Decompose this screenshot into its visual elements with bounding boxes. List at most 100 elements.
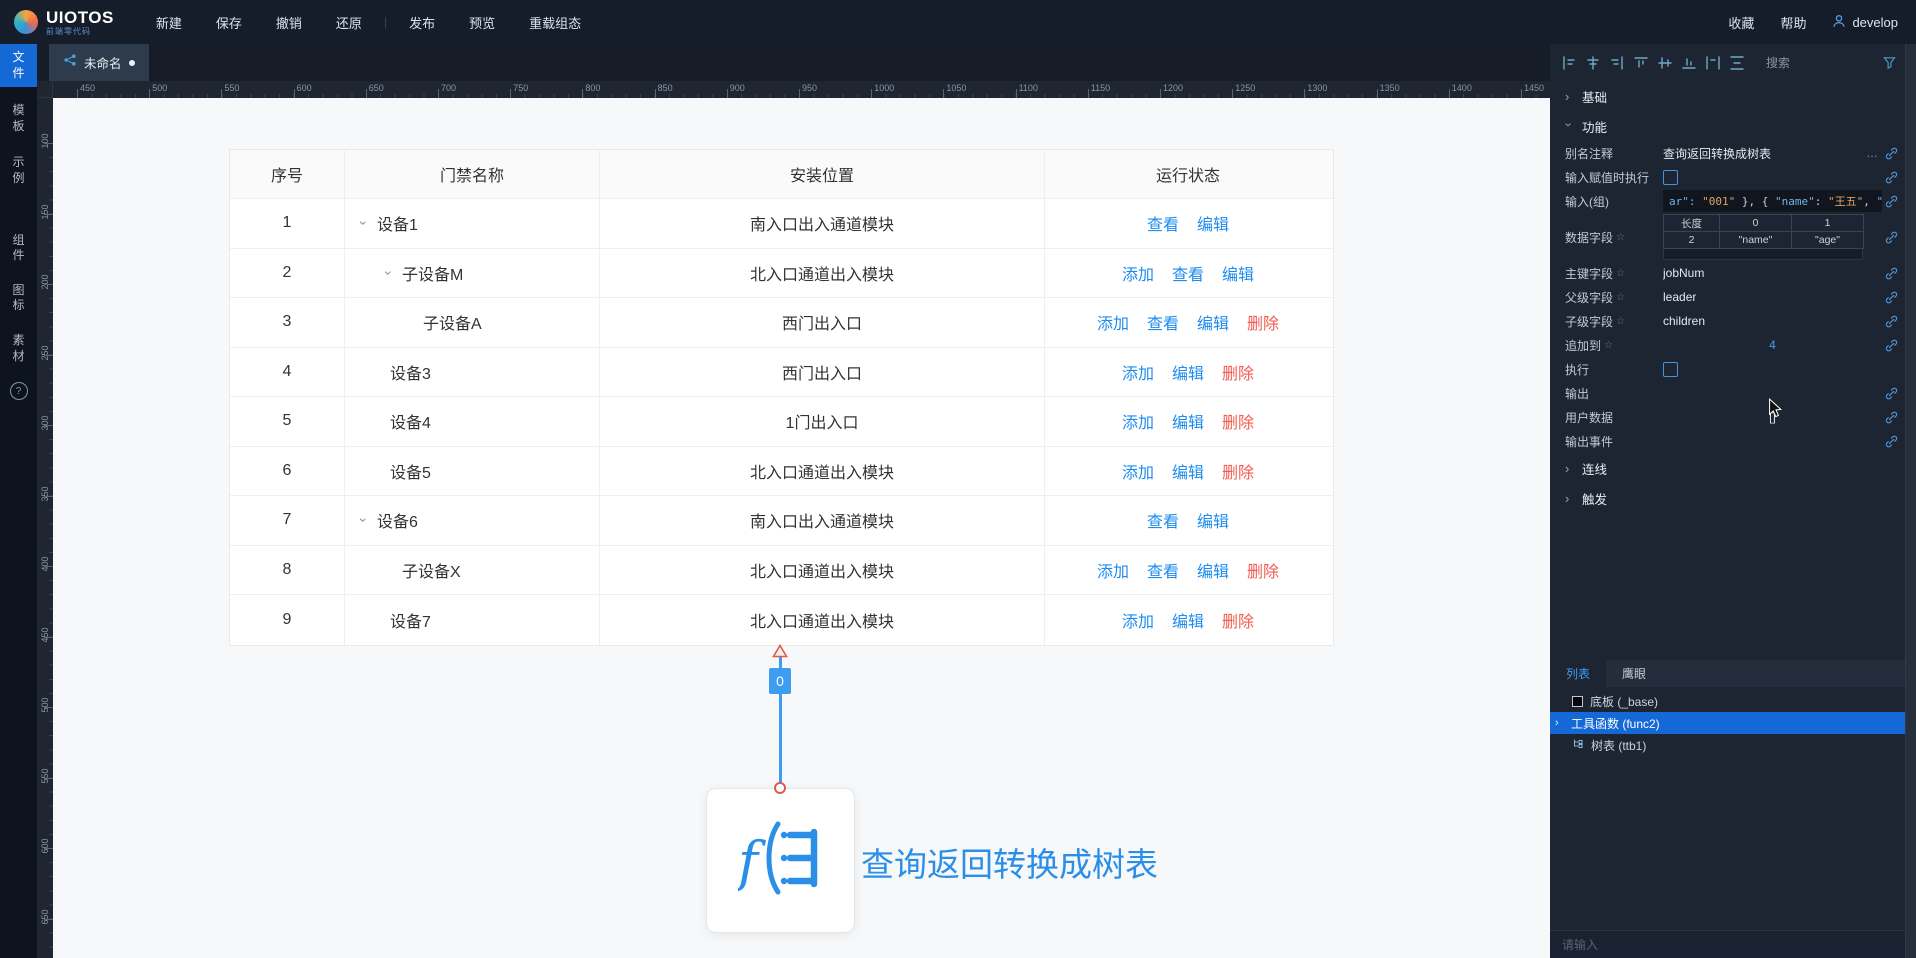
expand-chevron-icon[interactable]: › <box>1555 717 1559 729</box>
section-wire[interactable]: ›连线 <box>1550 453 1906 483</box>
action-delete[interactable]: 删除 <box>1247 563 1280 581</box>
node-label[interactable]: 查询返回转换成树表 <box>861 846 1158 883</box>
layer-item-func2[interactable]: ›工具函数 (func2) <box>1550 712 1906 734</box>
grid-cell[interactable]: 2 <box>1664 232 1720 249</box>
menu-item-help[interactable]: 帮助 <box>1780 15 1807 31</box>
panel-tab-list[interactable]: 列表 <box>1550 660 1607 687</box>
link-icon[interactable] <box>1885 291 1898 304</box>
action-delete[interactable]: 删除 <box>1222 613 1255 631</box>
function-node[interactable]: f <box>706 788 855 933</box>
menu-item-undo[interactable]: 撤销 <box>275 15 302 31</box>
grid-cell[interactable]: "name" <box>1720 232 1792 249</box>
distribute-horizontal-icon[interactable] <box>1704 54 1722 72</box>
checkbox[interactable] <box>1663 361 1678 377</box>
align-right-icon[interactable] <box>1608 54 1626 72</box>
link-icon[interactable] <box>1885 231 1898 244</box>
checkbox[interactable] <box>1663 169 1678 185</box>
align-left-icon[interactable] <box>1560 54 1578 72</box>
align-center-vertical-icon[interactable] <box>1584 54 1602 72</box>
action-delete[interactable]: 删除 <box>1222 415 1255 433</box>
sidebar-item-components[interactable]: 组件 <box>0 227 37 270</box>
menu-item-redo[interactable]: 还原 <box>335 15 362 31</box>
link-icon[interactable] <box>1885 339 1898 352</box>
action-view[interactable]: 查看 <box>1146 316 1179 334</box>
menu-item-publish[interactable]: 发布 <box>409 15 436 31</box>
menu-item-new[interactable]: 新建 <box>155 15 182 31</box>
action-add[interactable]: 添加 <box>1096 563 1129 581</box>
action-add[interactable]: 添加 <box>1121 266 1154 284</box>
action-delete[interactable]: 删除 <box>1222 464 1255 482</box>
action-add[interactable]: 添加 <box>1121 415 1154 433</box>
section-trigger[interactable]: ›触发 <box>1550 483 1906 513</box>
sidebar-item-icons[interactable]: 图标 <box>0 277 37 320</box>
action-edit[interactable]: 编辑 <box>1222 266 1255 284</box>
help-button[interactable]: ? <box>0 382 37 401</box>
app-logo[interactable]: UIOTOS 前端零代码 <box>14 9 114 36</box>
sidebar-item-assets[interactable]: 素材 <box>0 327 37 370</box>
more-indicator[interactable]: … <box>1866 146 1878 160</box>
link-icon[interactable] <box>1885 387 1898 400</box>
section-function[interactable]: ›功能 <box>1550 111 1906 141</box>
link-icon[interactable] <box>1885 315 1898 328</box>
action-edit[interactable]: 编辑 <box>1171 464 1204 482</box>
link-icon[interactable] <box>1885 171 1898 184</box>
link-icon[interactable] <box>1885 195 1898 208</box>
grid-empty-row[interactable] <box>1663 249 1863 260</box>
link-icon[interactable] <box>1885 411 1898 424</box>
section-basic[interactable]: ›基础 <box>1550 81 1906 111</box>
grid-cell[interactable]: 1 <box>1792 215 1864 232</box>
menu-item-preview[interactable]: 预览 <box>469 15 496 31</box>
expand-chevron-icon[interactable]: › <box>381 270 397 276</box>
link-icon[interactable] <box>1885 435 1898 448</box>
action-edit[interactable]: 编辑 <box>1197 514 1230 532</box>
expand-chevron-icon[interactable]: › <box>356 220 372 226</box>
layer-item-ttb1[interactable]: 树表 (ttb1) <box>1550 734 1906 756</box>
link-icon[interactable] <box>1885 267 1898 280</box>
filter-funnel-icon[interactable] <box>1883 56 1896 69</box>
action-edit[interactable]: 编辑 <box>1171 415 1204 433</box>
grid-cell[interactable]: "age" <box>1792 232 1864 249</box>
search-button[interactable]: 搜索 <box>1766 56 1791 70</box>
action-edit[interactable]: 编辑 <box>1197 316 1230 334</box>
link-icon[interactable] <box>1885 147 1898 160</box>
action-view[interactable]: 查看 <box>1146 563 1179 581</box>
user-menu[interactable]: develop <box>1832 14 1898 31</box>
action-view[interactable]: 查看 <box>1171 266 1204 284</box>
align-bottom-icon[interactable] <box>1680 54 1698 72</box>
sidebar-item-examples[interactable]: 示例 <box>0 149 37 192</box>
code-preview[interactable]: ar": "001" }, { "name": "王五", "age": <box>1663 190 1882 212</box>
distribute-vertical-icon[interactable] <box>1728 54 1746 72</box>
align-center-horizontal-icon[interactable] <box>1656 54 1674 72</box>
action-add[interactable]: 添加 <box>1121 365 1154 383</box>
expand-chevron-icon[interactable]: › <box>356 517 372 523</box>
connector-arrow-icon[interactable] <box>772 643 788 663</box>
connection-point[interactable] <box>774 782 786 794</box>
sidebar-item-files[interactable]: 文件 <box>0 44 37 88</box>
document-tab[interactable]: 未命名 <box>49 44 149 81</box>
menu-item-save[interactable]: 保存 <box>215 15 242 31</box>
menu-item-favorites[interactable]: 收藏 <box>1728 15 1755 31</box>
value-text[interactable]: 4 <box>1769 338 1776 352</box>
action-add[interactable]: 添加 <box>1121 464 1154 482</box>
action-edit[interactable]: 编辑 <box>1197 217 1230 235</box>
action-delete[interactable]: 删除 <box>1247 316 1280 334</box>
action-view[interactable]: 查看 <box>1146 514 1179 532</box>
layer-item-base[interactable]: 底板 (_base) <box>1550 690 1906 712</box>
panel-tab-eagle-eye[interactable]: 鹰眼 <box>1622 667 1647 681</box>
action-view[interactable]: 查看 <box>1146 217 1179 235</box>
action-edit[interactable]: 编辑 <box>1197 563 1230 581</box>
action-add[interactable]: 添加 <box>1121 613 1154 631</box>
quick-input[interactable] <box>1550 931 1906 958</box>
sidebar-item-templates[interactable]: 模板 <box>0 97 37 140</box>
align-top-icon[interactable] <box>1632 54 1650 72</box>
output-port[interactable]: 0 <box>769 668 791 694</box>
